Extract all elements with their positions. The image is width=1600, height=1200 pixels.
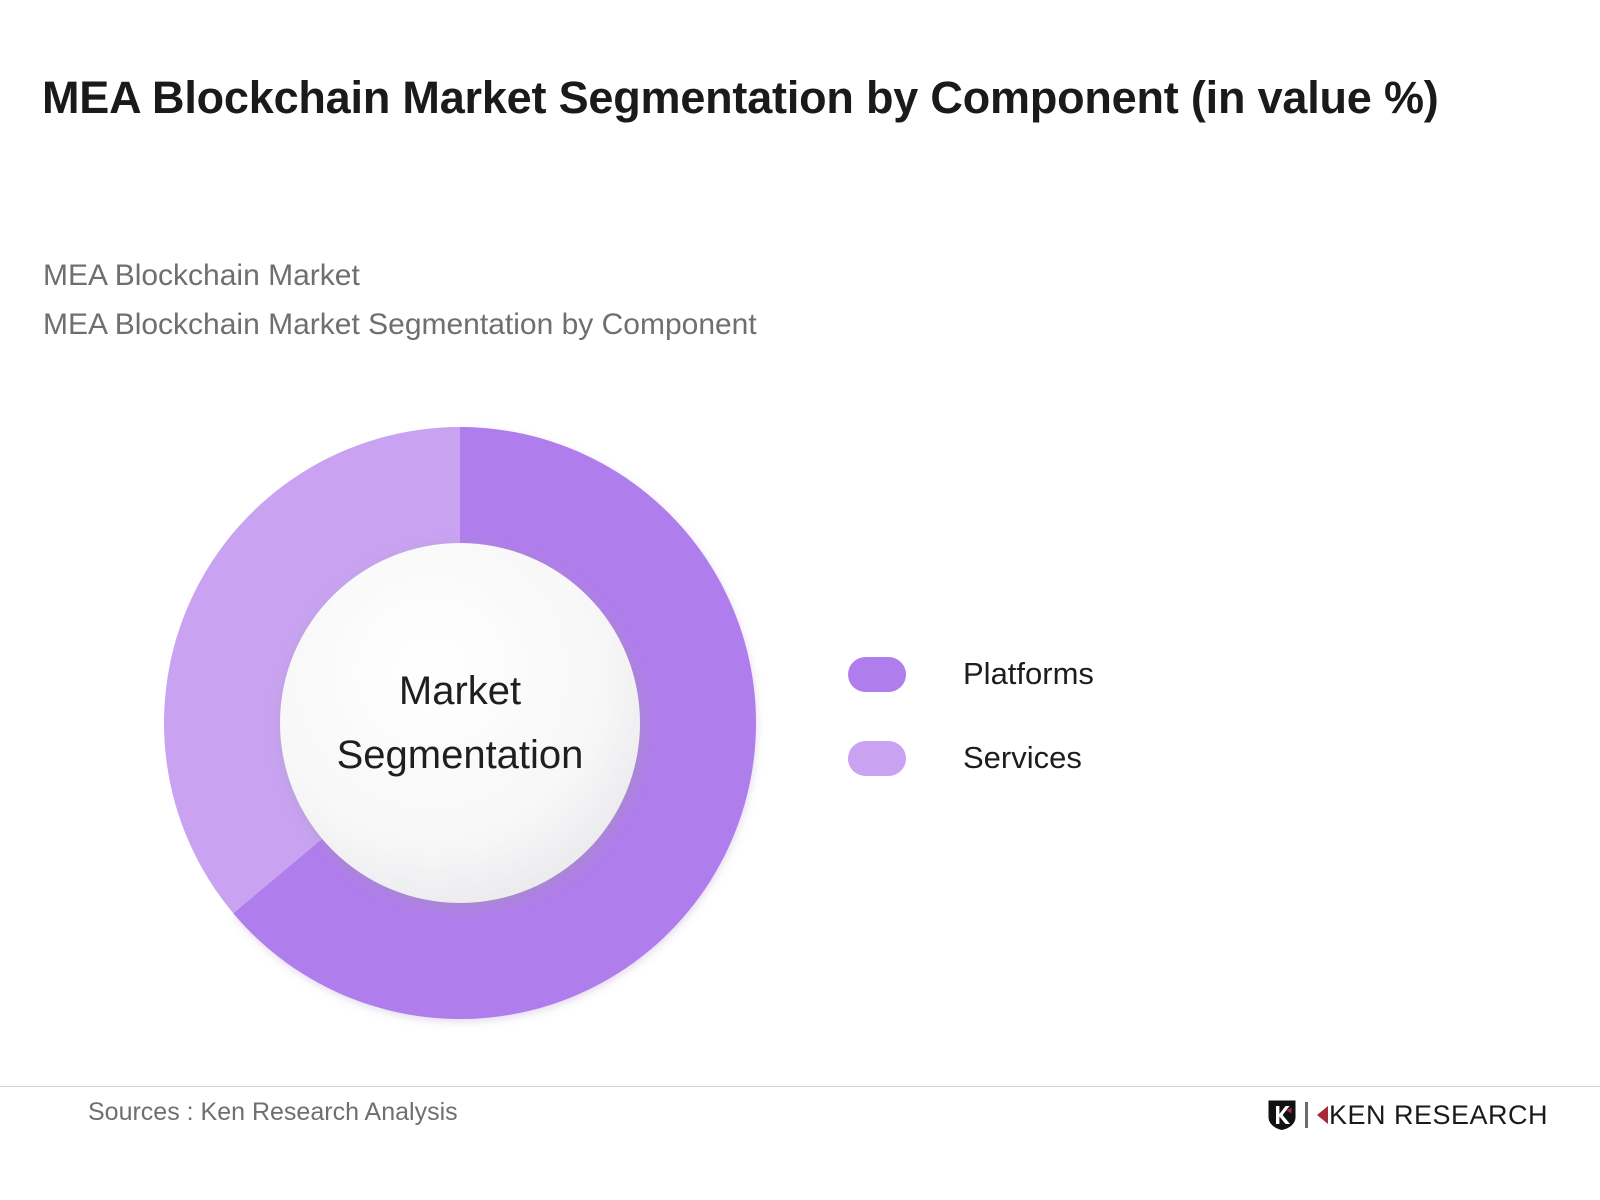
brand-name-text: KEN RESEARCH <box>1328 1099 1548 1130</box>
page-title: MEA Blockchain Market Segmentation by Co… <box>42 72 1439 123</box>
legend-label-platforms: Platforms <box>963 656 1094 691</box>
donut-center-disc <box>280 543 640 903</box>
footer-divider <box>0 1086 1600 1087</box>
subtitle-line-market: MEA Blockchain Market <box>43 259 360 292</box>
donut-svg <box>163 427 756 1019</box>
brand-name: KEN RESEARCH <box>1316 1099 1548 1131</box>
legend-item-platforms[interactable]: Platforms <box>848 656 1094 692</box>
brand-divider <box>1304 1102 1308 1128</box>
shield-k-icon <box>1268 1100 1296 1130</box>
legend-swatch-platforms-icon <box>848 656 906 692</box>
legend-item-services[interactable]: Services <box>848 740 1094 776</box>
legend-label-services: Services <box>963 740 1082 775</box>
donut-chart: Market Segmentation <box>162 425 758 1021</box>
subtitle-block: MEA Blockchain Market MEA Blockchain Mar… <box>43 252 1243 349</box>
brand-red-triangle-icon <box>1316 1106 1328 1124</box>
footer-source-text: Sources : Ken Research Analysis <box>88 1098 458 1126</box>
legend-swatch-services-icon <box>848 740 906 776</box>
chart-area: Market Segmentation Platforms Services <box>0 380 1600 1070</box>
brand-logo: KEN RESEARCH <box>1267 1098 1548 1132</box>
subtitle-line-segmentation: MEA Blockchain Market Segmentation by Co… <box>43 307 757 341</box>
chart-legend: Platforms Services <box>848 656 1094 824</box>
